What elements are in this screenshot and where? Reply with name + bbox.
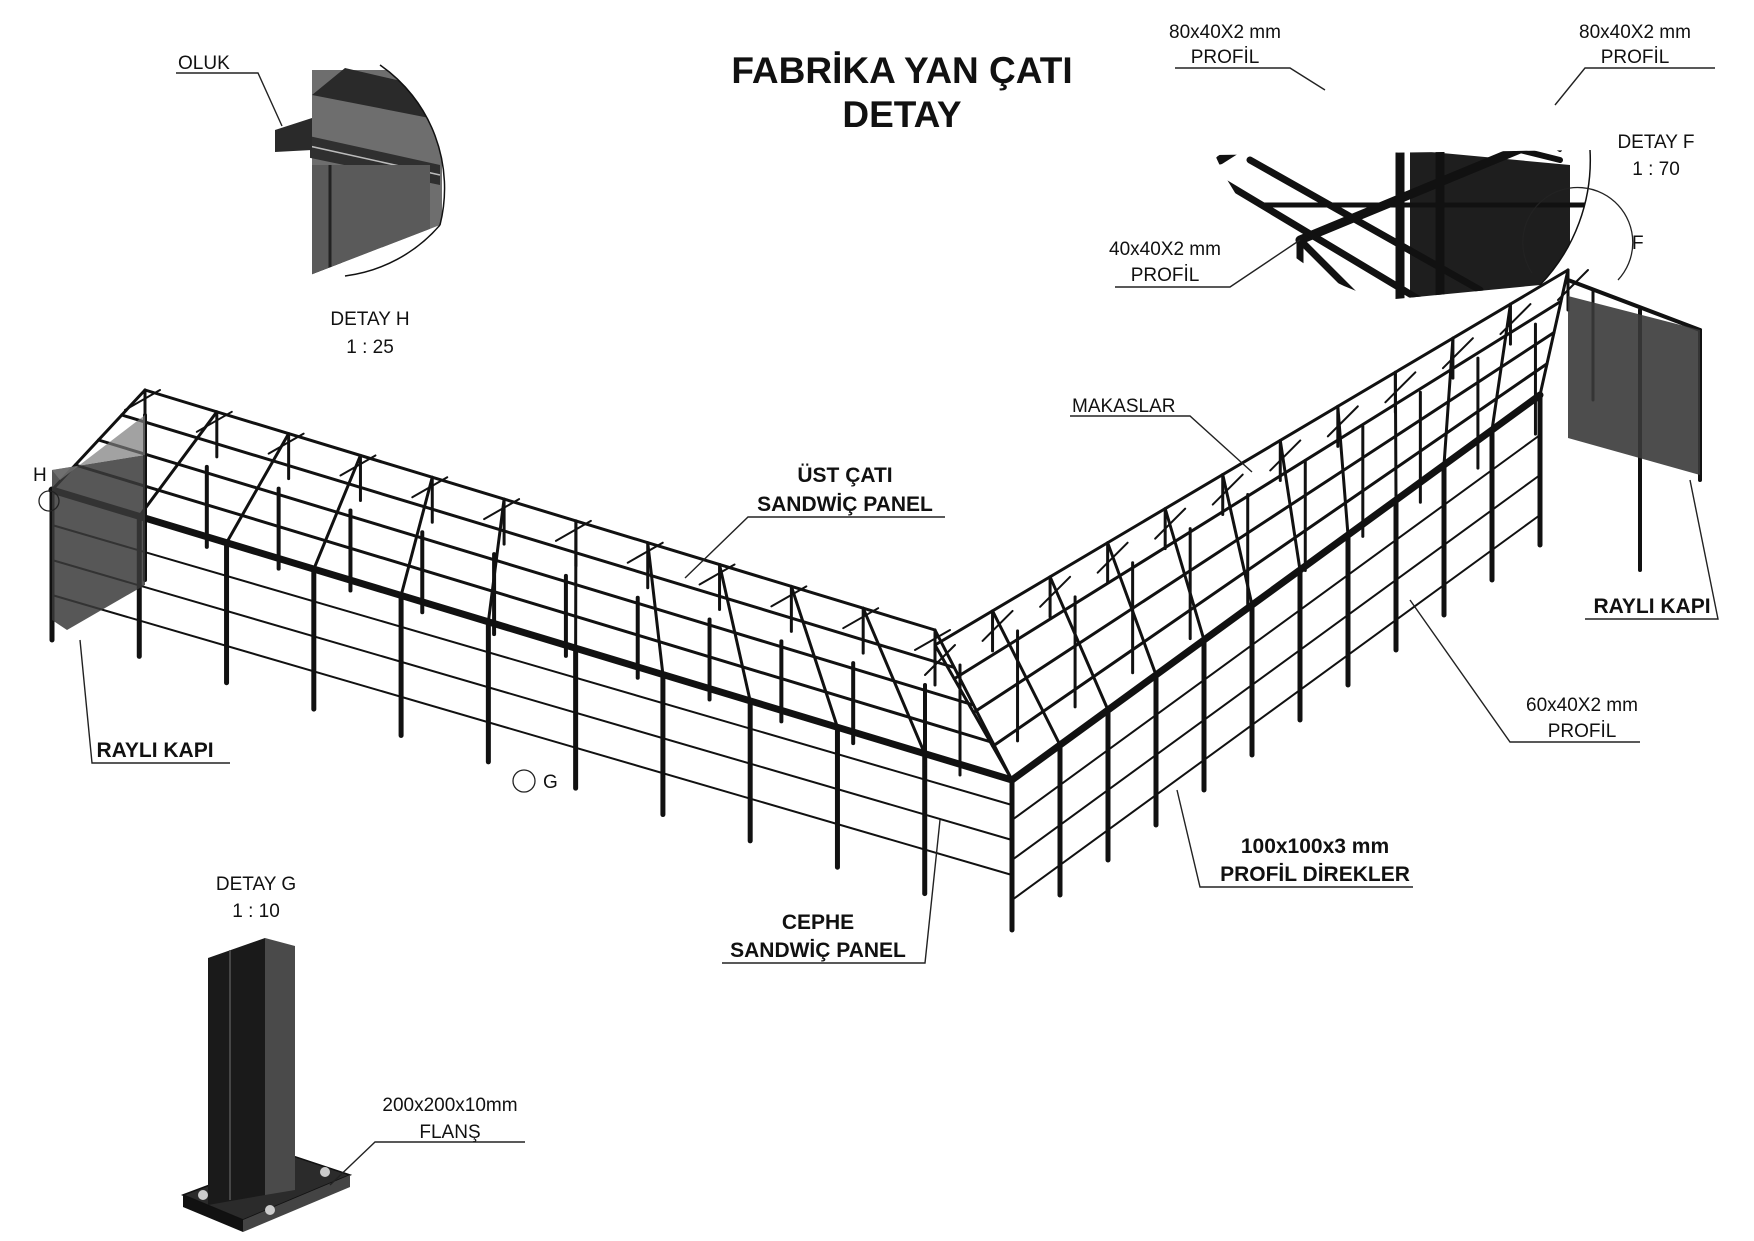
roof-purlin — [143, 388, 937, 632]
wall-girt — [51, 524, 1013, 806]
truss-brace — [924, 644, 956, 676]
wall-girt — [1011, 434, 1541, 821]
roof-purlin — [97, 438, 975, 707]
ust-cati-label-2: SANDWİÇ PANEL — [757, 493, 933, 516]
truss-brace — [1499, 303, 1532, 336]
profil60-label-1: 60x40X2 mm — [1526, 695, 1638, 716]
detail-f-scale: 1 : 70 — [1632, 159, 1680, 180]
detail-f-name: DETAY F — [1617, 132, 1694, 153]
detail-h-name: DETAY H — [330, 309, 409, 330]
truss-brace — [1557, 269, 1589, 301]
rayli-kapi-right-label: RAYLI KAPI — [1593, 595, 1710, 618]
end-frame-beam — [1566, 278, 1702, 332]
detail-f-view: 80x40X2 mm PROFİL 80x40X2 mm PROFİL 40x4… — [1109, 22, 1715, 300]
right-sliding-door-panel — [1568, 296, 1700, 475]
callout-ust-cati: ÜST ÇATI SANDWİÇ PANEL — [684, 464, 945, 579]
detail-g-scale: 1 : 10 — [232, 901, 280, 922]
truss-brace — [1096, 541, 1129, 574]
detail-g-marker: G — [512, 769, 558, 793]
roof-purlin — [933, 268, 1570, 647]
steel-frame-structure — [48, 268, 1702, 933]
detail-f-profile-bottom-size: 40x40X2 mm — [1109, 239, 1221, 260]
detail-g-name: DETAY G — [216, 874, 296, 895]
cephe-label-2: SANDWİÇ PANEL — [730, 939, 906, 962]
roof-purlin — [120, 413, 956, 669]
detail-g-view: DETAY G 1 : 10 200x200x10mm FLANŞ — [180, 874, 525, 1232]
detail-g-marker-letter: G — [543, 772, 558, 793]
truss-brace — [1269, 439, 1302, 472]
truss-brace — [981, 609, 1014, 642]
wall-girt — [51, 559, 1013, 841]
detail-f-profile-left-size: 80x40X2 mm — [1169, 22, 1281, 43]
truss-brace — [1441, 337, 1474, 370]
label-oluk: OLUK — [178, 53, 230, 74]
detail-f-profile-left-word: PROFİL — [1191, 47, 1260, 68]
truss-brace — [1154, 507, 1187, 540]
drawing-title: FABRİKA YAN ÇATI DETAY — [731, 50, 1072, 135]
left-end-panel — [52, 415, 145, 480]
truss-brace — [914, 629, 951, 651]
detail-h-marker-letter: H — [33, 465, 47, 486]
flange-size-label: 200x200x10mm — [382, 1095, 517, 1116]
rayli-kapi-left-label: RAYLI KAPI — [96, 739, 213, 762]
roof-purlin — [48, 486, 1016, 784]
truss-brace — [1384, 371, 1417, 404]
cephe-label-1: CEPHE — [782, 911, 854, 934]
callout-makaslar: MAKASLAR — [1070, 396, 1253, 473]
truss-brace — [1039, 575, 1072, 608]
makaslar-label: MAKASLAR — [1072, 396, 1175, 417]
wall-girt — [1011, 474, 1541, 861]
left-sliding-door-panel — [52, 455, 145, 630]
callout-rayli-kapi-left: RAYLI KAPI — [79, 639, 230, 764]
flange-word-label: FLANŞ — [419, 1122, 480, 1143]
detail-f-profile-bottom-word: PROFİL — [1131, 265, 1200, 286]
roof-purlin — [972, 331, 1556, 714]
detail-f-profile-right-word: PROFİL — [1601, 47, 1670, 68]
callout-direkler: 100x100x3 mm PROFİL DİREKLER — [1176, 789, 1413, 888]
roof-purlin — [73, 463, 995, 744]
direk-label-1: 100x100x3 mm — [1241, 835, 1389, 858]
detail-h-marker: H — [33, 465, 60, 512]
ust-cati-label-1: ÜST ÇATI — [797, 464, 892, 487]
roof-purlin — [1008, 391, 1544, 784]
roof-purlin — [991, 362, 1549, 748]
truss-brace — [1211, 473, 1244, 506]
title-line-1: FABRİKA YAN ÇATI — [731, 50, 1072, 91]
wall-girt — [51, 594, 1013, 876]
callout-cephe: CEPHE SANDWİÇ PANEL — [722, 819, 941, 964]
detail-f-profile-right-size: 80x40X2 mm — [1579, 22, 1691, 43]
truss-brace — [1326, 405, 1359, 438]
detail-h-scale: 1 : 25 — [346, 337, 394, 358]
wall-girt — [1011, 514, 1541, 901]
detail-h-view: OLUK DETAY H 1 : 25 — [176, 53, 446, 358]
callout-profil-60: 60x40X2 mm PROFİL — [1409, 599, 1640, 743]
callout-rayli-kapi-right: RAYLI KAPI — [1585, 479, 1719, 620]
roof-purlin — [952, 299, 1563, 681]
detail-f-marker-letter: F — [1632, 233, 1644, 254]
profil60-label-2: PROFİL — [1548, 721, 1617, 742]
direk-label-2: PROFİL DİREKLER — [1220, 863, 1410, 886]
detail-f-marker: F — [1522, 186, 1644, 281]
title-line-2: DETAY — [842, 94, 962, 135]
